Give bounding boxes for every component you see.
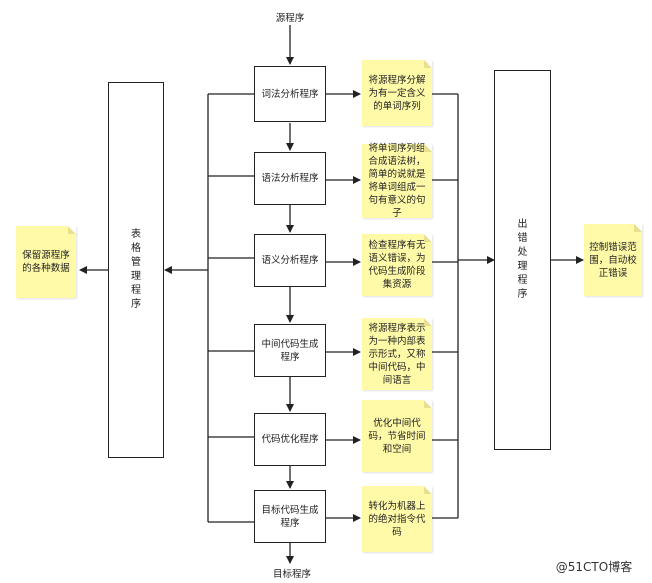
stage-semantic-note: 检查程序有无语义错误，为代码生成阶段集资源	[362, 234, 432, 296]
stage-codegen-note: 转化为机器上的绝对指令代码	[362, 486, 432, 552]
stage-lexical-note: 将源程序分解为有一定含义的单词序列	[362, 60, 432, 126]
stage-semantic-label: 语义分析程序	[261, 255, 319, 266]
stage-intermediate-label: 中间代码生成程序	[261, 338, 319, 363]
left-note: 保留源程序的各种数据	[16, 226, 76, 298]
stage-codegen-note-text: 转化为机器上的绝对指令代码	[368, 500, 426, 538]
table-manager-box: 表格管理程序	[108, 82, 164, 458]
stage-lexical-label: 词法分析程序	[261, 88, 319, 100]
stage-optimize-note-text: 优化中间代码，节省时间和空间	[368, 417, 426, 455]
stage-intermediate-note: 将源程序表示为一种内部表示形式，又称中间代码，中间语言	[362, 318, 432, 390]
stage-semantic-note-text: 检查程序有无语义错误，为代码生成阶段集资源	[368, 240, 426, 290]
left-note-text: 保留源程序的各种数据	[22, 250, 70, 274]
stage-intermediate-box: 中间代码生成程序	[254, 324, 326, 377]
stage-codegen-box: 目标代码生成程序	[254, 490, 326, 543]
stage-semantic-box: 语义分析程序	[254, 234, 326, 287]
table-manager-label: 表格管理程序	[131, 229, 141, 310]
stage-optimize-box: 代码优化程序	[254, 413, 326, 466]
stage-intermediate-note-text: 将源程序表示为一种内部表示形式，又称中间代码，中间语言	[368, 322, 426, 386]
stage-syntax-label: 语法分析程序	[261, 173, 319, 184]
error-handler-box: 出错处理程序	[494, 70, 551, 450]
stage-lexical-box: 词法分析程序	[254, 66, 326, 122]
source-program-label: 源程序	[275, 13, 305, 24]
stage-codegen-label: 目标代码生成程序	[261, 504, 319, 529]
stage-syntax-box: 语法分析程序	[254, 152, 326, 205]
error-handler-label: 出错处理程序	[517, 219, 528, 300]
watermark: @51CTO博客	[555, 560, 633, 574]
stage-syntax-note-text: 将单词序列组合成语法树，简单的说就是将单词组成一句有意义的句子	[368, 143, 426, 219]
stage-optimize-note: 优化中间代码，节省时间和空间	[362, 400, 432, 472]
stage-syntax-note: 将单词序列组合成语法树，简单的说就是将单词组成一句有意义的句子	[362, 143, 432, 219]
stage-optimize-label: 代码优化程序	[261, 434, 319, 445]
right-note: 控制错误范围，自动校正错误	[584, 224, 642, 296]
stage-lexical-note-text: 将源程序分解为有一定含义的单词序列	[368, 74, 426, 112]
target-program-label: 目标程序	[272, 569, 311, 580]
right-note-text: 控制错误范围，自动校正错误	[589, 241, 637, 279]
